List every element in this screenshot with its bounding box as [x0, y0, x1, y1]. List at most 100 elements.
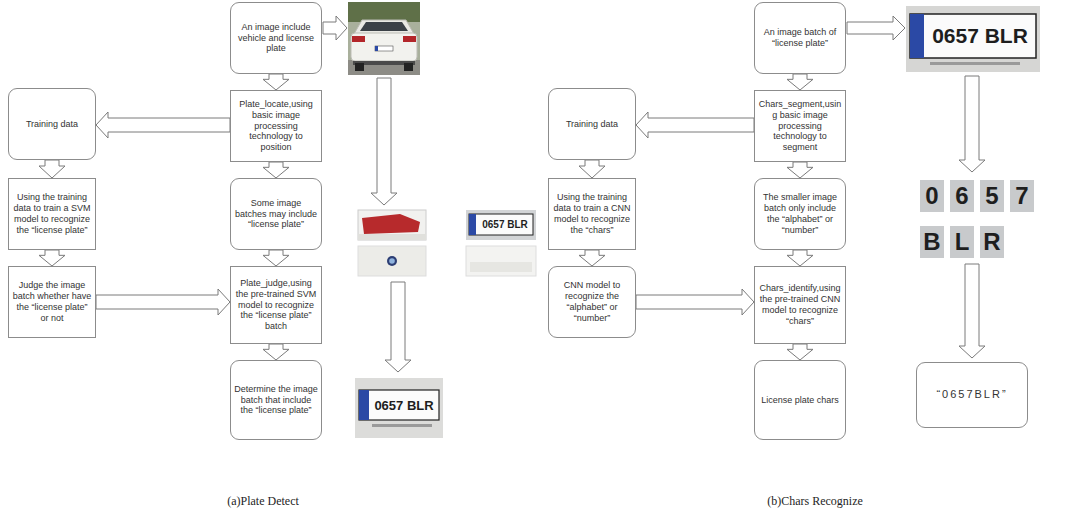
car-wheel — [404, 63, 413, 71]
char-glyph: 6 — [950, 180, 974, 212]
block-arrow — [959, 76, 985, 172]
block-arrow — [39, 160, 65, 178]
char-crop — [980, 226, 1004, 258]
block-arrow — [385, 282, 411, 372]
char-glyph: 7 — [1010, 180, 1034, 212]
taillight-crop — [358, 210, 426, 240]
char-glyph: B — [920, 226, 944, 258]
data-box: The smaller image batch only include the… — [754, 178, 846, 250]
char-crop — [1010, 180, 1034, 212]
logo-shape — [389, 258, 395, 264]
box-text: “0657BLR” — [936, 388, 1007, 401]
detected-plate — [355, 378, 443, 438]
box-text: Some image batches may include “license … — [234, 198, 318, 231]
process-box: Using the training data to train a SVM m… — [8, 178, 96, 250]
block-arrow — [39, 250, 65, 266]
plate-frame — [906, 6, 1040, 72]
char-glyph: L — [950, 226, 974, 258]
data-box: An image include vehicle and license pla… — [230, 2, 322, 74]
char-crop — [920, 180, 944, 212]
box-text: Determine the image batch that include t… — [234, 384, 318, 417]
char-crop — [950, 180, 974, 212]
char-glyph: R — [980, 226, 1004, 258]
block-arrow — [96, 112, 230, 138]
block-arrow — [636, 112, 754, 138]
plate-text: 0657 BLR — [926, 15, 1034, 57]
block-arrow — [959, 264, 985, 358]
data-box: Training data — [548, 88, 636, 160]
process-box: Plate_locate,using basic image processin… — [230, 90, 322, 162]
data-box: Some image batches may include “license … — [230, 178, 322, 250]
process-box: Plate_judge,using the pre-trained SVM mo… — [230, 266, 322, 344]
block-arrow — [847, 16, 905, 40]
car-body — [351, 33, 417, 61]
plate-shape — [910, 14, 1036, 58]
block-arrow — [263, 74, 289, 90]
crop-shade — [470, 262, 532, 272]
block-arrow — [323, 16, 347, 40]
box-text: The smaller image batch only include the… — [758, 192, 842, 236]
box-text: Using the training data to train a CNN m… — [552, 192, 632, 236]
process-box: Chars_identify,using the pre-trained CNN… — [754, 266, 846, 344]
plate-strip — [375, 46, 378, 51]
plate-small-print — [930, 62, 1020, 65]
block-arrow — [636, 289, 754, 315]
plate-small-print — [372, 424, 432, 427]
block-arrow — [96, 289, 230, 315]
char-crop — [950, 226, 974, 258]
car-plate — [375, 46, 393, 51]
data-box: Training data — [8, 88, 96, 160]
logo-crop — [358, 246, 426, 276]
box-text: An image include vehicle and license pla… — [234, 22, 318, 55]
car-photo — [348, 2, 420, 75]
block-arrow — [579, 160, 605, 178]
plate-strip — [359, 390, 369, 420]
box-text: Chars_segment,using basic image processi… — [758, 99, 842, 154]
char-glyph: 5 — [980, 180, 1004, 212]
block-arrow — [371, 78, 397, 205]
block-arrow — [787, 250, 813, 266]
crop-shade — [358, 234, 426, 240]
photo-background — [348, 2, 420, 75]
block-arrow — [787, 74, 813, 90]
char-crop — [980, 180, 1004, 212]
char-glyph: 0 — [920, 180, 944, 212]
char-crop — [920, 226, 944, 258]
car-wheel — [355, 63, 364, 71]
photo-road — [348, 60, 420, 75]
block-arrow — [787, 344, 813, 360]
process-box: Chars_segment,using basic image processi… — [754, 90, 846, 162]
box-text: CNN model to recognize the “alphabet” or… — [552, 280, 632, 324]
plate-image — [906, 6, 1040, 72]
blank-crop — [466, 246, 536, 276]
box-text: Judge the image batch whether have the “… — [12, 280, 92, 324]
plate-strip — [910, 14, 924, 58]
box-text: Chars_identify,using the pre-trained CNN… — [758, 283, 842, 327]
block-arrow — [263, 162, 289, 178]
plate-text: 0657 BLR — [370, 391, 438, 419]
figure-caption: (a)Plate Detect — [193, 492, 333, 510]
car-taillight — [352, 36, 365, 42]
plate-shape — [359, 390, 439, 420]
plate-crop — [466, 210, 536, 240]
block-arrow — [263, 250, 289, 266]
car-roof — [354, 20, 414, 34]
car-window — [360, 22, 408, 31]
block-arrow — [263, 344, 289, 360]
data-box: CNN model to recognize the “alphabet” or… — [548, 266, 636, 338]
char-crops — [920, 180, 1034, 258]
plate-strip — [469, 214, 476, 235]
box-text: Plate_locate,using basic image processin… — [234, 99, 318, 154]
process-box: Judge the image batch whether have the “… — [8, 266, 96, 338]
plate-text: 0657 BLR — [477, 214, 533, 235]
box-text: Plate_judge,using the pre-trained SVM mo… — [234, 278, 318, 333]
block-arrow — [579, 250, 605, 266]
plate-shape — [469, 214, 533, 235]
data-box: An image batch of “license plate” — [754, 2, 846, 74]
box-text: Using the training data to train a SVM m… — [12, 192, 92, 236]
block-arrow — [787, 162, 813, 178]
